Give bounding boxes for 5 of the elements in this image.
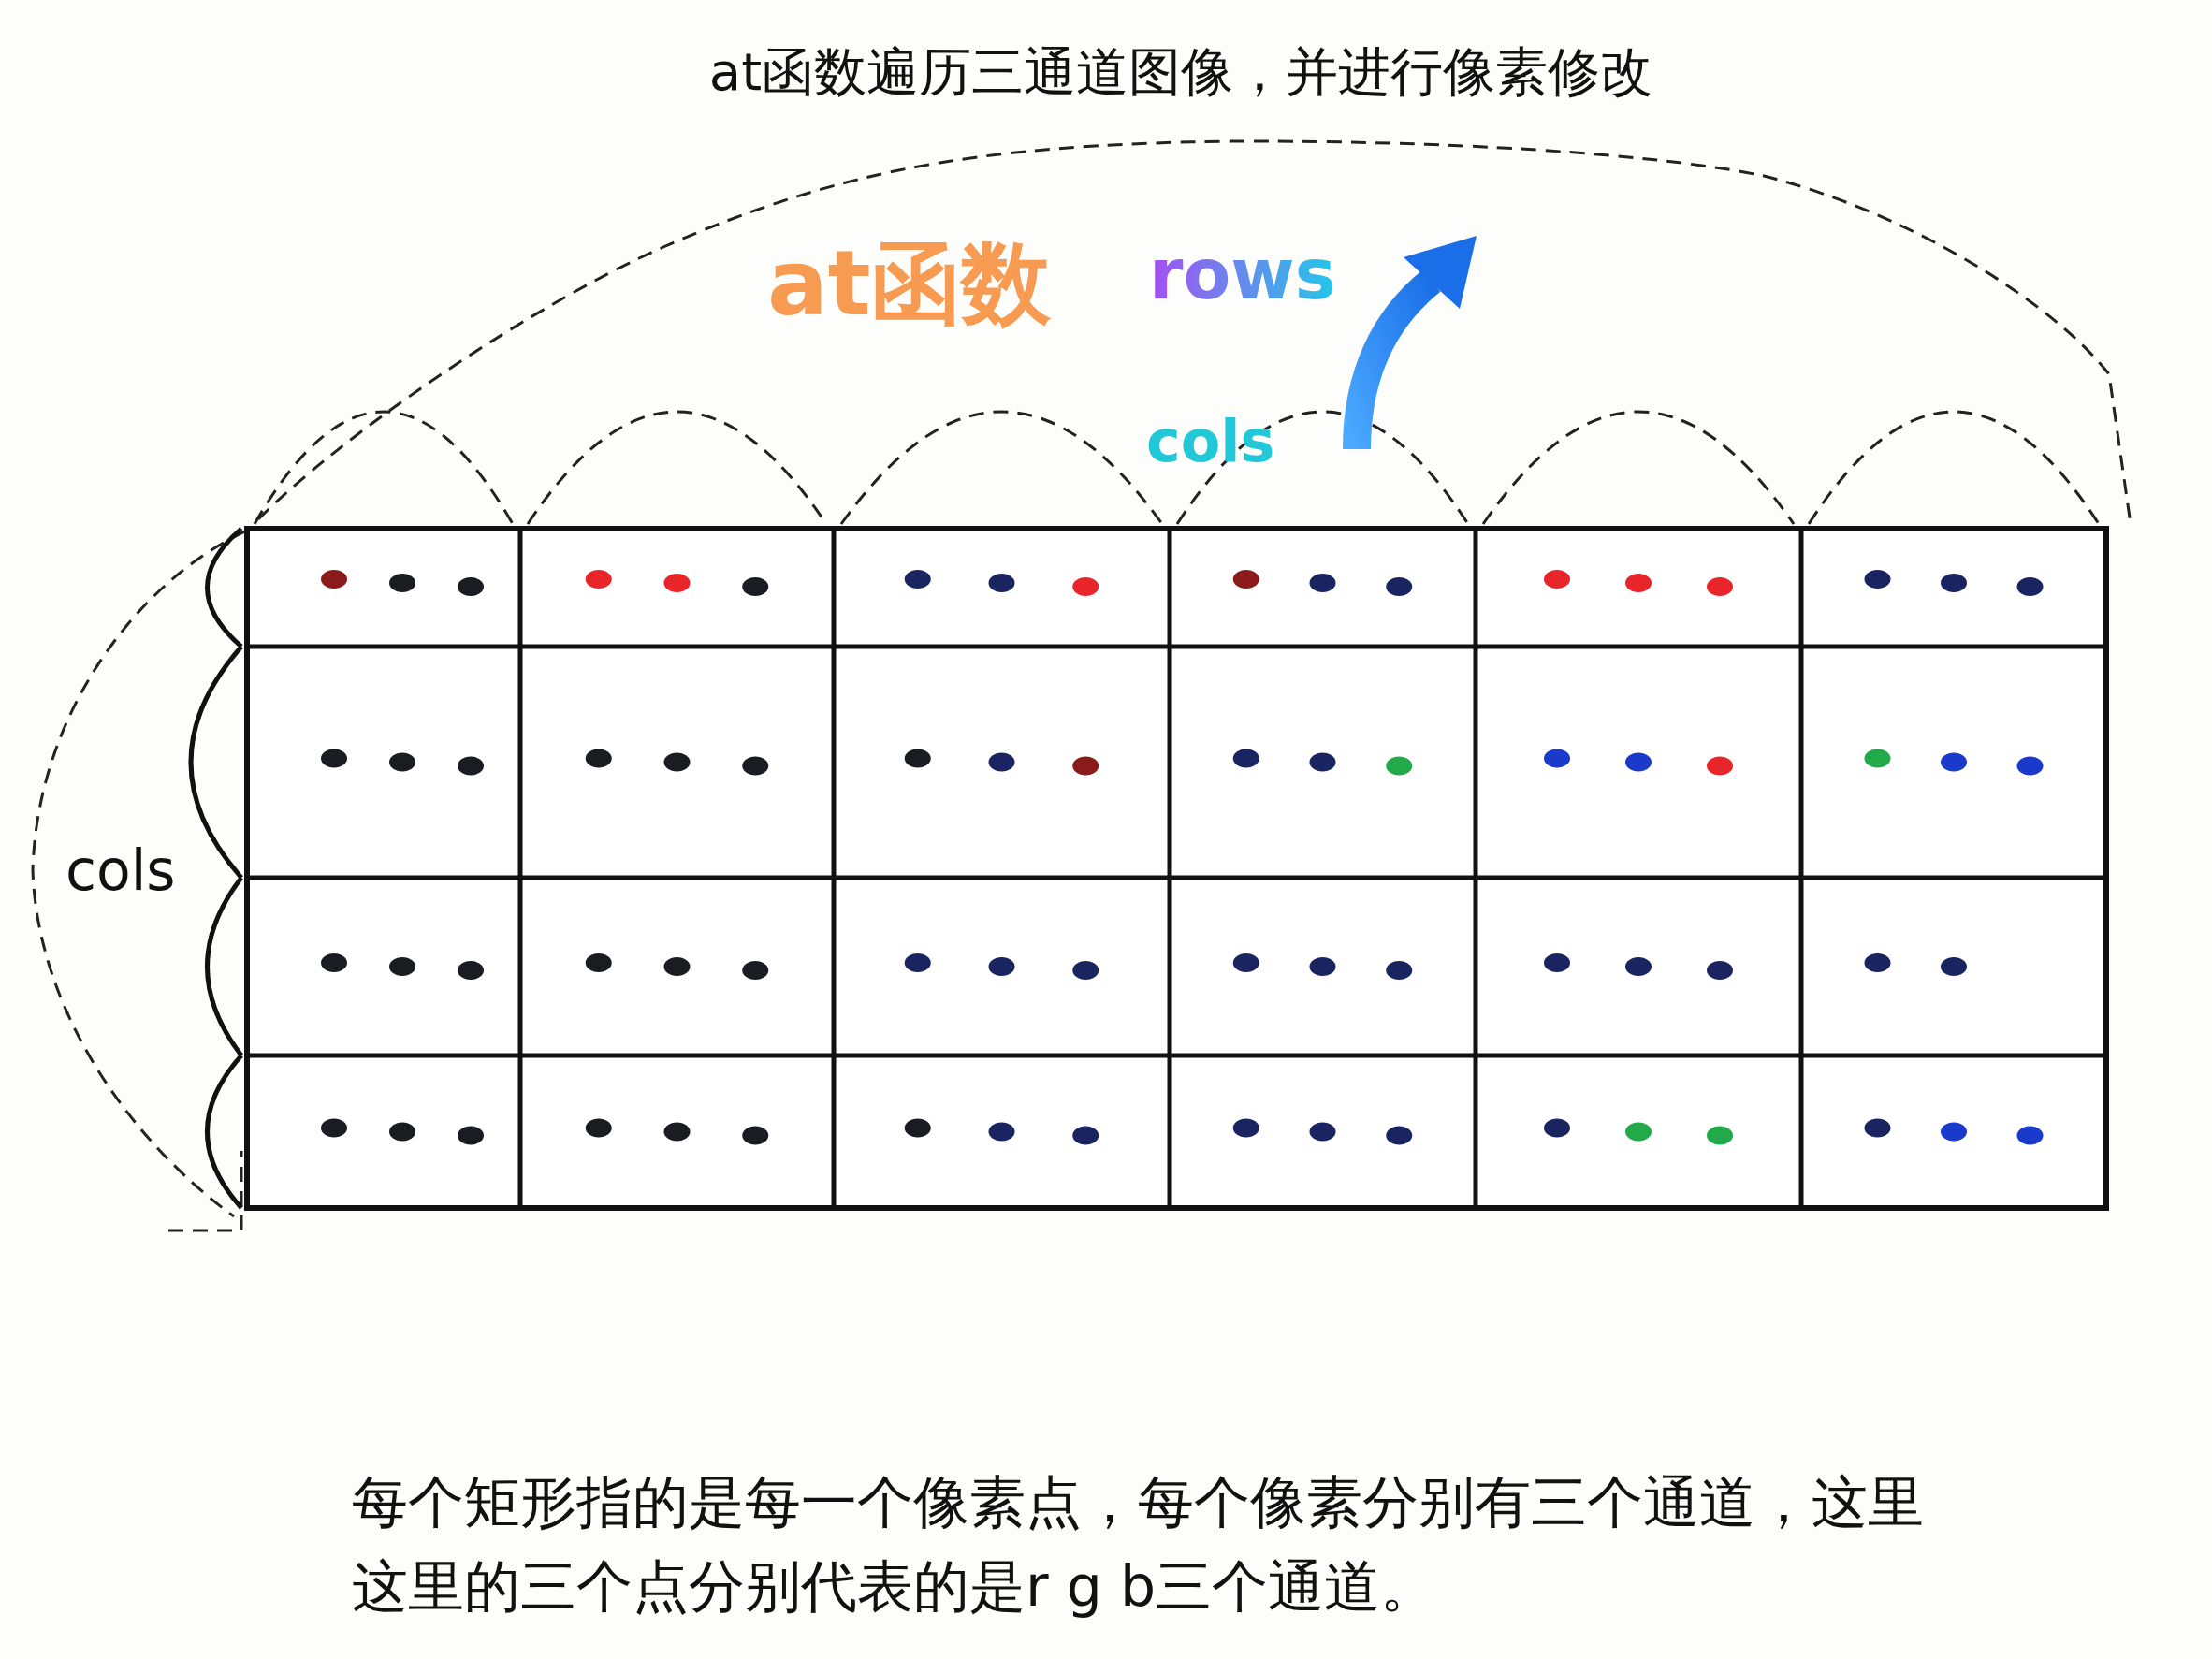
caption: 每个矩形指的是每一个像素点，每个像素分别有三个通道，这里这里的三个点分别代表的是r g b三个通道。	[352, 1468, 1925, 1621]
function-label: at函数	[767, 230, 1051, 338]
cols-label: cols	[1146, 407, 1275, 475]
cols-label: cols	[65, 837, 176, 903]
title: at函数遍历三通道图像，并进行像素修改	[707, 40, 1654, 104]
